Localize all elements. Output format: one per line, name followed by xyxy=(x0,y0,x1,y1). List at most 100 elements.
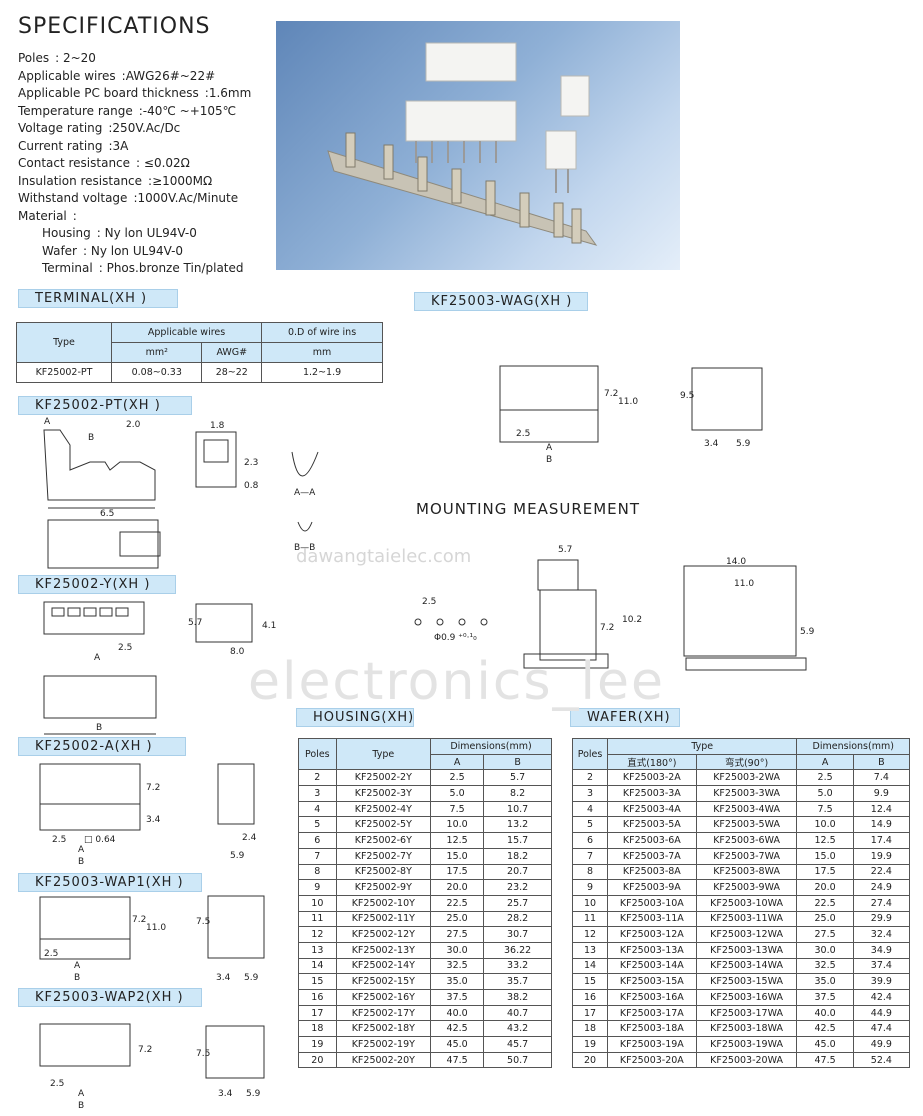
table-cell: 12 xyxy=(571,926,609,943)
table-cell: 25.0 xyxy=(429,910,485,928)
wafer-poles-header: Poles xyxy=(571,737,609,771)
table-cell: KF25002-10Y xyxy=(335,894,432,912)
spec-row: Current rating:3A xyxy=(18,138,251,156)
terminal-awg-header: AWG# xyxy=(201,342,263,363)
table-cell: 19 xyxy=(298,1036,337,1053)
table-cell: 35.0 xyxy=(796,973,854,990)
dim-label: 7.2 xyxy=(146,783,160,793)
dim-label: 5.9 xyxy=(736,439,751,449)
table-cell: 8.2 xyxy=(483,785,552,802)
table-cell: 42.5 xyxy=(429,1020,485,1038)
table-cell: 13 xyxy=(298,941,337,959)
dim-label: 5.9 xyxy=(244,973,259,983)
table-cell: 5.0 xyxy=(429,785,485,802)
table-cell: KF25002-11Y xyxy=(335,910,432,928)
table-cell: 13 xyxy=(571,941,609,959)
dim-label: 2.5 xyxy=(516,429,530,439)
material-label: Terminal xyxy=(42,261,93,275)
table-cell: KF25003-19WA xyxy=(695,1036,798,1053)
table-cell: 5 xyxy=(298,816,337,834)
table-cell: 47.5 xyxy=(429,1051,485,1069)
dim-label: □ 0.64 xyxy=(84,835,116,845)
table-cell: KF25003-5WA xyxy=(695,816,798,834)
spec-value: :≥1000MΩ xyxy=(148,173,213,188)
table-cell: 42.5 xyxy=(796,1020,854,1038)
spec-row: Insulation resistance:≥1000MΩ xyxy=(18,173,251,191)
table-cell: KF25003-9WA xyxy=(695,879,798,896)
table-cell: KF25002-17Y xyxy=(335,1004,432,1022)
table-cell: 11 xyxy=(298,910,337,928)
table-cell: 17.5 xyxy=(796,863,854,881)
dim-label: 7.2 xyxy=(138,1045,152,1055)
table-cell: 45.7 xyxy=(483,1036,552,1053)
table-cell: 47.5 xyxy=(796,1051,854,1069)
dim-label: A xyxy=(74,961,81,971)
table-cell: 14.9 xyxy=(852,816,911,834)
table-cell: 18 xyxy=(571,1020,609,1038)
table-cell: 28.2 xyxy=(483,910,552,928)
dim-label: A xyxy=(78,845,85,855)
spec-row: Applicable wires:AWG26#~22# xyxy=(18,68,251,86)
table-cell: 20.0 xyxy=(796,879,854,896)
table-cell: 33.2 xyxy=(483,957,552,975)
table-cell: 32.4 xyxy=(852,926,911,943)
dim-label: 5.7 xyxy=(558,545,572,555)
section-wafer: WAFER(XH) xyxy=(570,708,680,727)
table-cell: 17 xyxy=(298,1004,337,1022)
table-cell: KF25003-18WA xyxy=(695,1020,798,1038)
table-cell: 39.9 xyxy=(852,973,911,990)
table-cell: 6 xyxy=(571,832,609,849)
table-cell: KF25003-14WA xyxy=(695,957,798,975)
table-cell: 40.7 xyxy=(483,1004,552,1022)
dim-label: B xyxy=(78,1101,84,1111)
table-cell: 35.0 xyxy=(429,973,485,990)
table-cell: 12.5 xyxy=(429,832,485,849)
table-cell: 10.0 xyxy=(429,816,485,834)
table-cell: 14 xyxy=(298,957,337,975)
dim-label: 10.2 xyxy=(622,615,642,625)
table-cell: 49.9 xyxy=(852,1036,911,1053)
section-terminal: TERMINAL(XH ) xyxy=(18,289,178,308)
spec-value: :1000V.Ac/Minute xyxy=(133,191,239,205)
section-pt: KF25002-PT(XH ) xyxy=(18,396,192,415)
table-cell: KF25002-2Y xyxy=(335,769,432,787)
table-cell: KF25003-20WA xyxy=(695,1051,798,1069)
table-cell: 8 xyxy=(571,863,609,881)
dim-label: 2.5 xyxy=(50,1079,64,1089)
material-row: Terminal: Phos.bronze Tin/plated xyxy=(18,260,251,278)
table-cell: KF25002-20Y xyxy=(335,1051,432,1069)
material-label: Wafer xyxy=(42,243,77,258)
table-cell: KF25003-16WA xyxy=(695,989,798,1006)
dim-label: 11.0 xyxy=(146,923,166,933)
table-cell: 13.2 xyxy=(483,816,552,834)
table-cell: KF25002-3Y xyxy=(335,785,432,802)
spec-value: :1.6mm xyxy=(204,86,252,100)
product-photo xyxy=(276,21,680,270)
table-cell: KF25002-7Y xyxy=(335,847,432,865)
terminal-cell-mm: 1.2~1.9 xyxy=(261,362,383,383)
table-cell: 5 xyxy=(571,816,609,834)
table-cell: 20.0 xyxy=(429,879,485,896)
table-cell: KF25003-3A xyxy=(607,785,697,802)
material-row: Housing: Ny lon UL94V-0 xyxy=(18,225,251,243)
watermark-brand: electronics_lee xyxy=(248,652,665,712)
table-cell: KF25002-14Y xyxy=(335,957,432,975)
dim-label: 11.0 xyxy=(618,397,638,407)
table-cell: 15.0 xyxy=(796,847,854,865)
table-cell: 30.0 xyxy=(796,941,854,959)
